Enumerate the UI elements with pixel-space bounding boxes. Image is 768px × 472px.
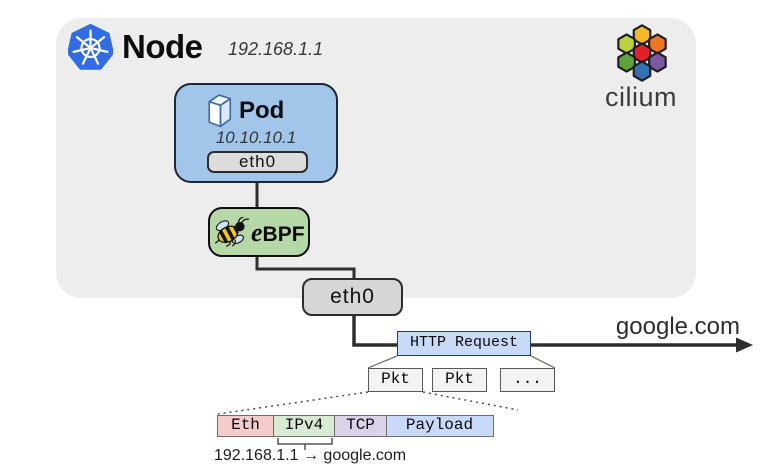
node-container <box>56 18 696 298</box>
packet-layer-payload: Payload <box>385 415 494 437</box>
http-request-box: HTTP Request <box>397 331 531 356</box>
kubernetes-logo-icon <box>68 24 113 70</box>
node-title: Node <box>122 28 203 65</box>
pod-ip: 10.10.10.1 <box>215 128 297 147</box>
ebpf-container: eBPF <box>208 207 310 257</box>
cilium-logo-icon <box>617 24 667 82</box>
destination-label: google.com <box>615 313 740 340</box>
packet-layer-ipv4: IPv4 <box>272 415 336 437</box>
packet-layer-eth: Eth <box>217 415 274 437</box>
packet-box-ellipsis: ... <box>500 368 555 392</box>
pod-cube-icon <box>208 94 232 128</box>
pod-container: Pod 10.10.10.1 eth0 <box>174 83 338 183</box>
packet-box: Pkt <box>432 368 487 392</box>
ebpf-bee-icon <box>214 217 250 247</box>
packet-layer-tcp: TCP <box>334 415 387 437</box>
cilium-label: cilium <box>604 82 677 112</box>
ebpf-label: eBPF <box>251 218 305 247</box>
pod-eth0-interface: eth0 <box>207 151 308 173</box>
pod-title: Pod <box>239 97 285 124</box>
host-eth0-interface: eth0 <box>302 278 403 316</box>
node-ip: 192.168.1.1 <box>228 39 324 59</box>
ipv4-translation-caption: 192.168.1.1 → google.com <box>214 447 407 464</box>
packet-box: Pkt <box>368 368 423 392</box>
